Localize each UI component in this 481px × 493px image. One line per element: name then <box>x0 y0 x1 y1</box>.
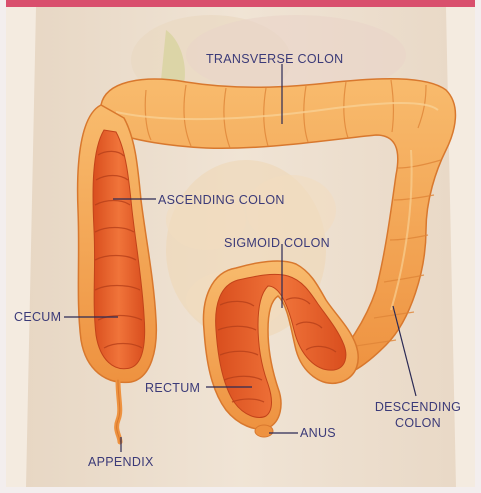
label-appendix: APPENDIX <box>88 455 154 470</box>
label-cecum: CECUM <box>14 310 61 325</box>
label-ascending-colon: ASCENDING COLON <box>158 193 285 208</box>
label-descending-colon-line2: COLON <box>370 416 466 431</box>
label-rectum: RECTUM <box>145 381 200 396</box>
label-sigmoid-colon: SIGMOID COLON <box>224 236 330 251</box>
label-transverse-colon: TRANSVERSE COLON <box>206 52 343 67</box>
label-descending-colon-line1: DESCENDING <box>370 400 466 415</box>
label-anus: ANUS <box>300 426 336 441</box>
